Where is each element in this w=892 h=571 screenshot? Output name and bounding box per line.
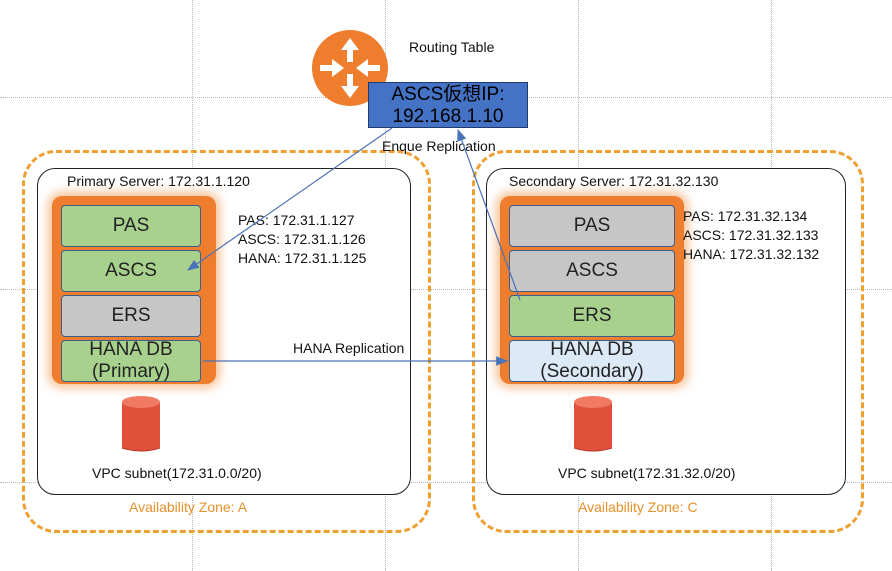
secondary-storage-icon [573, 396, 613, 452]
secondary-pas-block: PAS [509, 205, 675, 247]
secondary-pas-ip: PAS: 172.31.32.134 [683, 208, 808, 224]
availability-zone-a [22, 150, 431, 533]
ascs-virtual-ip-title: ASCS仮想IP: [391, 84, 505, 105]
grid-line [0, 482, 892, 483]
ascs-virtual-ip-address: 192.168.1.10 [392, 106, 504, 127]
primary-ascs-block: ASCS [61, 250, 201, 292]
primary-ers-block: ERS [61, 295, 201, 337]
primary-server-label: Primary Server: 172.31.1.120 [67, 173, 250, 189]
availability-zone-a-label: Availability Zone: A [129, 499, 248, 515]
secondary-ip-list: PAS: 172.31.32.134 ASCS: 172.31.32.133 H… [683, 207, 819, 264]
secondary-ers-block: ERS [509, 295, 675, 337]
primary-hana-db-role: (Primary) [91, 361, 171, 382]
primary-storage-icon [121, 396, 161, 452]
enque-replication-label: Enque Replication [382, 138, 496, 154]
secondary-hana-db-block: HANA DB (Secondary) [509, 339, 675, 382]
primary-hana-db-name: HANA DB [89, 339, 173, 360]
availability-zone-c-label: Availability Zone: C [578, 499, 698, 515]
primary-hana-ip: HANA: 172.31.1.125 [238, 250, 367, 266]
vpc-subnet-a-label: VPC subnet(172.31.0.0/20) [92, 465, 262, 481]
primary-pas-ip: PAS: 172.31.1.127 [238, 212, 355, 228]
secondary-server-label: Secondary Server: 172.31.32.130 [509, 173, 719, 189]
vpc-subnet-c-label: VPC subnet(172.31.32.0/20) [558, 465, 736, 481]
secondary-hana-db-name: HANA DB [550, 339, 634, 360]
routing-table-label: Routing Table [409, 39, 495, 55]
primary-pas-block: PAS [61, 205, 201, 247]
ascs-virtual-ip-box: ASCS仮想IP: 192.168.1.10 [368, 82, 528, 128]
primary-ip-list: PAS: 172.31.1.127 ASCS: 172.31.1.126 HAN… [238, 211, 366, 268]
secondary-hana-db-role: (Secondary) [540, 361, 644, 382]
primary-hana-db-block: HANA DB (Primary) [61, 339, 201, 382]
primary-ascs-ip: ASCS: 172.31.1.126 [238, 231, 366, 247]
vip-to-primary-ascs-arrow [187, 127, 393, 271]
secondary-hana-ip: HANA: 172.31.32.132 [683, 246, 820, 262]
availability-zone-c [472, 150, 864, 533]
secondary-ascs-block: ASCS [509, 250, 675, 292]
hana-replication-label: HANA Replication [293, 340, 405, 356]
secondary-ascs-ip: ASCS: 172.31.32.133 [683, 227, 819, 243]
secondary-ers-to-vip-arrow [457, 128, 521, 301]
grid-line [0, 289, 892, 290]
